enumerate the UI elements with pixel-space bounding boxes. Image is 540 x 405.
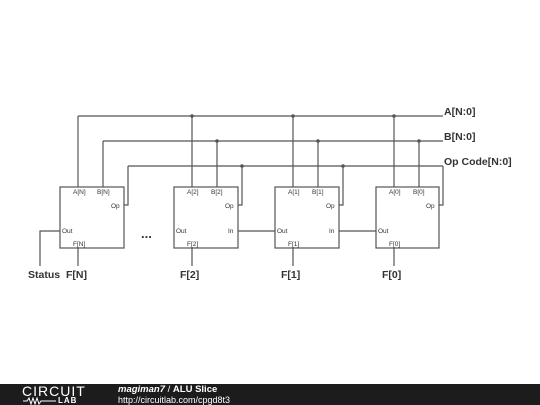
slice-1-op-wire bbox=[339, 166, 344, 206]
alu-slice-2: A[2] B[2] Op Out In F[2] bbox=[173, 116, 243, 266]
footer-author-line: magiman7 / ALU Slice bbox=[118, 385, 217, 395]
junction-dot bbox=[240, 164, 244, 168]
slice-1-in-pin: In bbox=[329, 228, 335, 235]
slice-n-op-pin: Op bbox=[111, 203, 120, 210]
circuit-title: ALU Slice bbox=[172, 384, 218, 395]
junction-dot bbox=[316, 139, 320, 143]
slice-2-b-pin: B[2] bbox=[211, 189, 223, 196]
output-f-1-label: F[1] bbox=[281, 269, 300, 281]
slice-1-out-pin: Out bbox=[277, 228, 288, 235]
slice-0-a-pin: A[0] bbox=[389, 189, 401, 196]
ellipsis: ... bbox=[141, 226, 152, 241]
output-f-2-label: F[2] bbox=[180, 269, 199, 281]
slice-1-a-pin: A[1] bbox=[288, 189, 300, 196]
output-f-n-label: F[N] bbox=[66, 269, 87, 281]
slice-0-op-wire bbox=[439, 166, 444, 206]
slice-0-out-pin: Out bbox=[378, 228, 389, 235]
bus-op-label: Op Code[N:0] bbox=[444, 156, 512, 168]
slice-2-in-pin: In bbox=[228, 228, 234, 235]
junction-dot bbox=[341, 164, 345, 168]
slice-0-box bbox=[375, 186, 440, 249]
footer-bar: CIRCUIT LAB magiman7 / ALU Slice http://… bbox=[0, 384, 540, 405]
circuit-url-link[interactable]: http://circuitlab.com/cpgd8t3 bbox=[118, 395, 231, 405]
alu-slice-n: A[N] B[N] Op Out F[N] bbox=[39, 116, 129, 266]
alu-slice-0: A[0] B[0] Op Out F[0] bbox=[339, 116, 444, 266]
slice-0-f-pin: F[0] bbox=[389, 241, 400, 248]
junction-dot bbox=[215, 139, 219, 143]
slice-n-out-pin: Out bbox=[62, 228, 73, 235]
slice-n-a-pin: A[N] bbox=[73, 189, 86, 196]
circuitlab-logo[interactable]: CIRCUIT LAB bbox=[22, 384, 94, 405]
slice-n-out-wire bbox=[39, 230, 60, 266]
slice-1-box bbox=[274, 186, 340, 249]
junction-dot bbox=[392, 114, 396, 118]
junction-dot bbox=[190, 114, 194, 118]
slice-2-op-wire bbox=[238, 166, 243, 206]
bus-b-label: B[N:0] bbox=[444, 131, 476, 143]
slice-n-b-pin: B[N] bbox=[97, 189, 110, 196]
alu-slice-1: A[1] B[1] Op Out In F[1] bbox=[238, 116, 344, 266]
slice-1-f-pin: F[1] bbox=[288, 241, 299, 248]
logo-text-lab: LAB bbox=[58, 396, 78, 405]
bus-a-label: A[N:0] bbox=[444, 106, 476, 118]
slice-2-a-pin: A[2] bbox=[187, 189, 199, 196]
status-label: Status bbox=[28, 269, 60, 281]
alu-schematic: A[N:0] B[N:0] Op Code[N:0] A[N] B[N] Op … bbox=[28, 106, 512, 281]
slice-1-op-pin: Op bbox=[326, 203, 335, 210]
slice-0-op-pin: Op bbox=[426, 203, 435, 210]
slice-2-box bbox=[173, 186, 239, 249]
slice-n-f-pin: F[N] bbox=[73, 241, 85, 248]
slice-2-out-pin: Out bbox=[176, 228, 187, 235]
slice-2-f-pin: F[2] bbox=[187, 241, 198, 248]
slice-n-box bbox=[59, 186, 125, 249]
author-name[interactable]: magiman7 bbox=[118, 384, 165, 395]
logo-wave-icon bbox=[23, 397, 56, 405]
slice-2-op-pin: Op bbox=[225, 203, 234, 210]
slice-n-op-wire bbox=[124, 166, 129, 206]
output-f-0-label: F[0] bbox=[382, 269, 401, 281]
logo-text-circuit: CIRCUIT bbox=[22, 383, 86, 399]
slice-1-b-pin: B[1] bbox=[312, 189, 324, 196]
junction-dot bbox=[417, 139, 421, 143]
title-separator: / bbox=[167, 384, 171, 395]
junction-dot bbox=[291, 114, 295, 118]
slice-0-b-pin: B[0] bbox=[413, 189, 425, 196]
